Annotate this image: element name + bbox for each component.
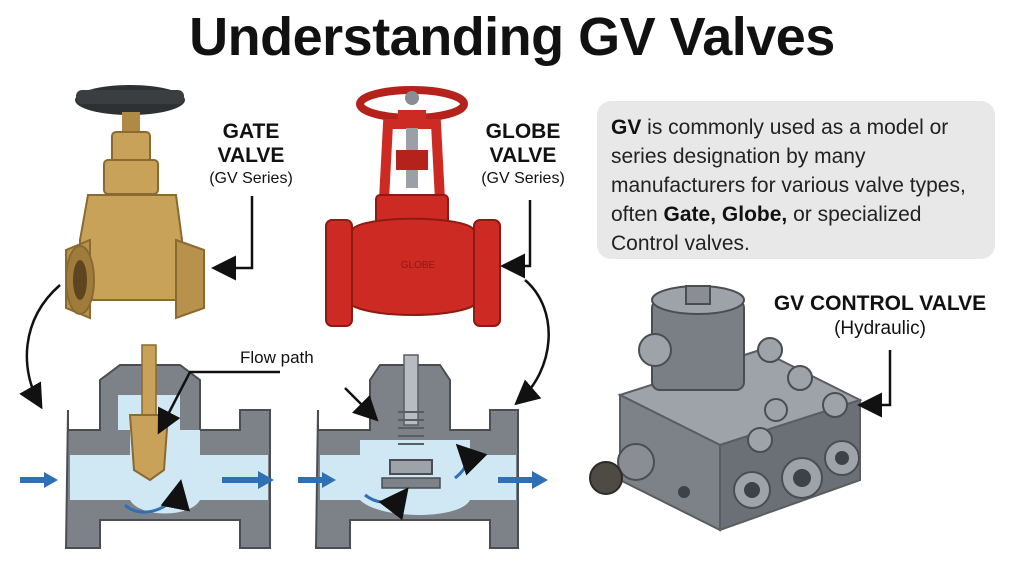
info-gv-bold: GV	[611, 116, 642, 139]
globe-valve-subtitle: (GV Series)	[481, 170, 565, 187]
globe-valve-label: GLOBE VALVE (GV Series)	[468, 120, 578, 190]
gate-valve-label: GATE VALVE (GV Series)	[196, 120, 306, 190]
info-box: GV is commonly used as a model or series…	[597, 101, 995, 259]
gate-valve-title-line2: VALVE	[217, 144, 285, 167]
globe-valve-title-line2: VALVE	[489, 144, 557, 167]
gate-valve-image	[65, 85, 205, 320]
connector-arrows	[19, 196, 892, 435]
gate-cross-section	[64, 344, 271, 549]
globe-cross-section	[314, 354, 519, 549]
flow-arrows	[20, 471, 548, 489]
info-types-bold: Gate, Globe,	[663, 203, 788, 226]
flow-path-label: Flow path	[240, 348, 314, 367]
gate-valve-title: GATE	[222, 120, 280, 143]
info-text-1: is commonly used as a model or series de…	[611, 116, 966, 226]
globe-valve-image: GLOBE	[325, 86, 501, 327]
control-valve-title: GV CONTROL VALVE	[773, 292, 987, 315]
info-text-2: or specialized Control valves.	[611, 203, 922, 255]
globe-body-marking: GLOBE	[401, 260, 436, 271]
control-valve-label: GV CONTROL VALVE (Hydraulic)	[770, 292, 990, 342]
globe-valve-title: GLOBE	[485, 120, 561, 143]
control-valve-image	[589, 285, 863, 532]
page-title: Understanding GV Valves	[189, 7, 835, 67]
control-valve-subtitle: (Hydraulic)	[834, 318, 926, 339]
gate-valve-subtitle: (GV Series)	[209, 170, 293, 187]
